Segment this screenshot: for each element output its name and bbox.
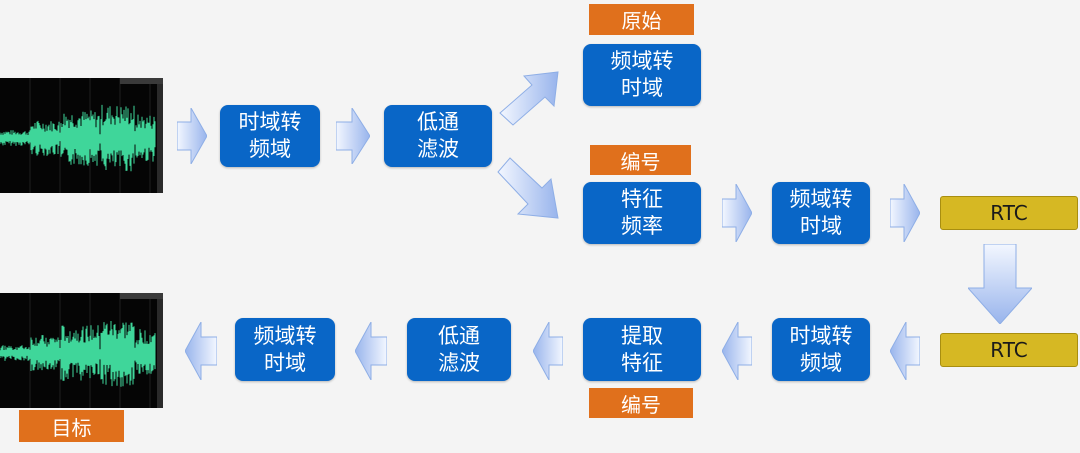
arrow-left-icon (355, 322, 387, 380)
time-to-freq-box-bottom: 时域转 频域 (772, 318, 870, 381)
rtc-box-bottom: RTC (940, 333, 1078, 367)
arrow-left-icon (533, 322, 563, 380)
arrow-left-icon (185, 322, 217, 380)
arrow-right-icon (177, 108, 207, 164)
original-tag: 原始 (589, 4, 694, 35)
arrow-down-right-icon (497, 157, 559, 219)
arrow-left-icon (890, 322, 920, 380)
arrow-down-icon (968, 244, 1032, 324)
lowpass-filter-box-bottom: 低通 滤波 (407, 318, 511, 381)
target-tag: 目标 (19, 410, 124, 442)
waveform-source-image (0, 78, 163, 193)
time-to-freq-box-top: 时域转 频域 (220, 105, 320, 167)
arrow-right-icon (722, 184, 752, 242)
feature-frequency-box: 特征 频率 (583, 182, 701, 244)
encode-tag-top: 编号 (590, 145, 691, 175)
lowpass-filter-box-top: 低通 滤波 (384, 105, 492, 167)
freq-to-time-box-bottom: 频域转 时域 (235, 318, 335, 381)
encode-tag-bottom: 编号 (589, 388, 693, 418)
arrow-up-right-icon (499, 71, 559, 126)
arrow-right-icon (336, 108, 370, 164)
arrow-left-icon (722, 322, 752, 380)
extract-feature-box: 提取 特征 (583, 318, 701, 381)
freq-to-time-box-mid: 频域转 时域 (772, 182, 870, 244)
freq-to-time-box-original: 频域转 时域 (583, 44, 701, 106)
rtc-box-top: RTC (940, 196, 1078, 230)
arrow-right-icon (890, 184, 920, 242)
waveform-target-image (0, 293, 163, 408)
